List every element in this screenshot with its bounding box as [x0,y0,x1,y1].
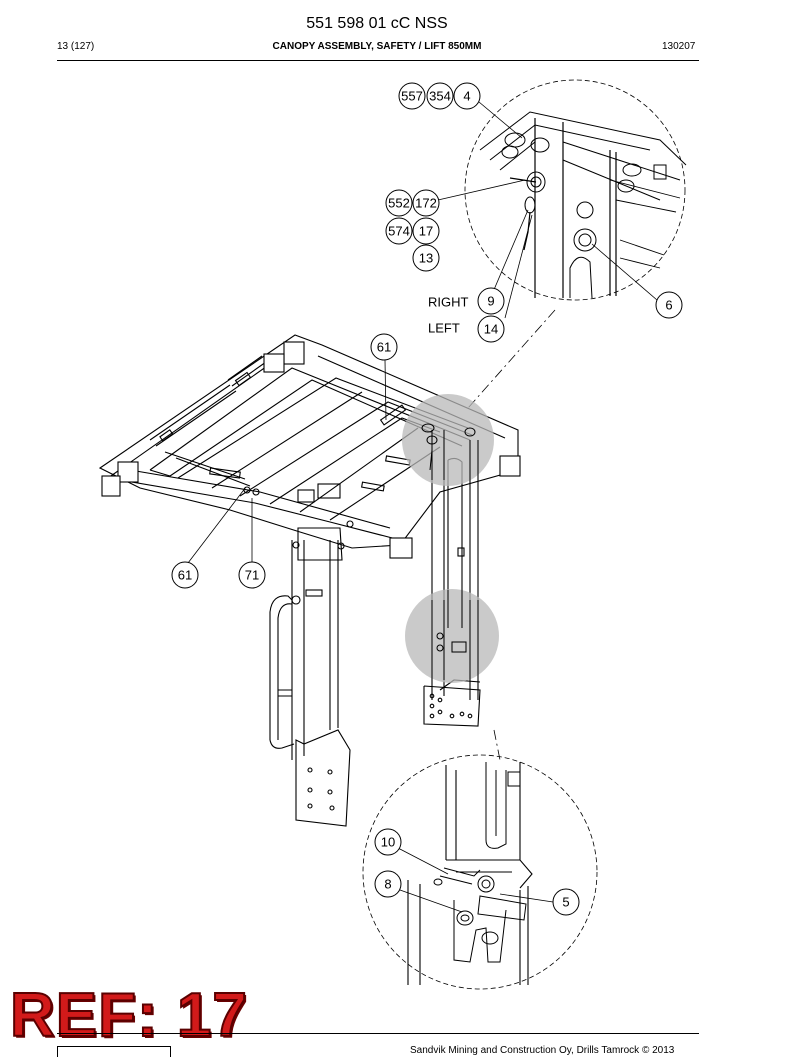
callout-10 [374,828,402,856]
callout-14 [477,315,505,343]
header-rule [57,60,699,61]
callout-6 [655,291,683,319]
callout-172 [412,189,440,217]
page-title: CANOPY ASSEMBLY, SAFETY / LIFT 850MM [272,41,482,52]
callout-13-text: 13 [419,251,433,266]
callout-6-text: 6 [665,298,672,313]
callout-8 [374,870,402,898]
bottom-detail-view [362,754,598,990]
label-left: LEFT [428,321,460,336]
callout-17 [412,217,440,245]
highlight-circle-bottom [405,589,499,683]
callout-9-text: 9 [487,294,494,309]
callout-14-text: 14 [484,322,498,337]
callout-61-left [171,561,199,589]
callout-61-top-text: 61 [377,340,391,355]
top-detail-view [464,79,687,301]
callout-354-text: 354 [429,89,451,104]
callout-552-text: 552 [388,196,410,211]
callout-8-text: 8 [384,877,391,892]
callout-4-text: 4 [463,89,470,104]
callout-4 [453,82,481,110]
callout-10-text: 10 [381,835,395,850]
callout-557-text: 557 [401,89,423,104]
callout-9 [477,287,505,315]
footer-rule [57,1033,699,1034]
callout-17-text: 17 [419,224,433,239]
callout-172-text: 172 [415,196,437,211]
callout-5-text: 5 [562,895,569,910]
callout-61-left-text: 61 [178,568,192,583]
callout-574 [385,217,413,245]
date-code: 130207 [662,41,696,52]
callout-13 [412,244,440,272]
callout-61-top [370,333,398,361]
callout-354 [426,82,454,110]
label-right: RIGHT [428,295,469,310]
document-number: 551 598 01 cC NSS [306,15,448,32]
page-reference: 13 (127) [57,41,95,52]
callout-71-text: 71 [245,568,259,583]
callout-5 [552,888,580,916]
left-leg [269,527,351,827]
callout-552 [385,189,413,217]
highlight-circle-top [402,394,494,486]
reference-stamp: REF: 17 [9,981,248,1050]
callout-71 [238,561,266,589]
callout-557 [398,82,426,110]
copyright-notice: Sandvik Mining and Construction Oy, Dril… [410,1045,675,1056]
callout-574-text: 574 [388,224,410,239]
sandvik-logo-box [57,1046,171,1057]
